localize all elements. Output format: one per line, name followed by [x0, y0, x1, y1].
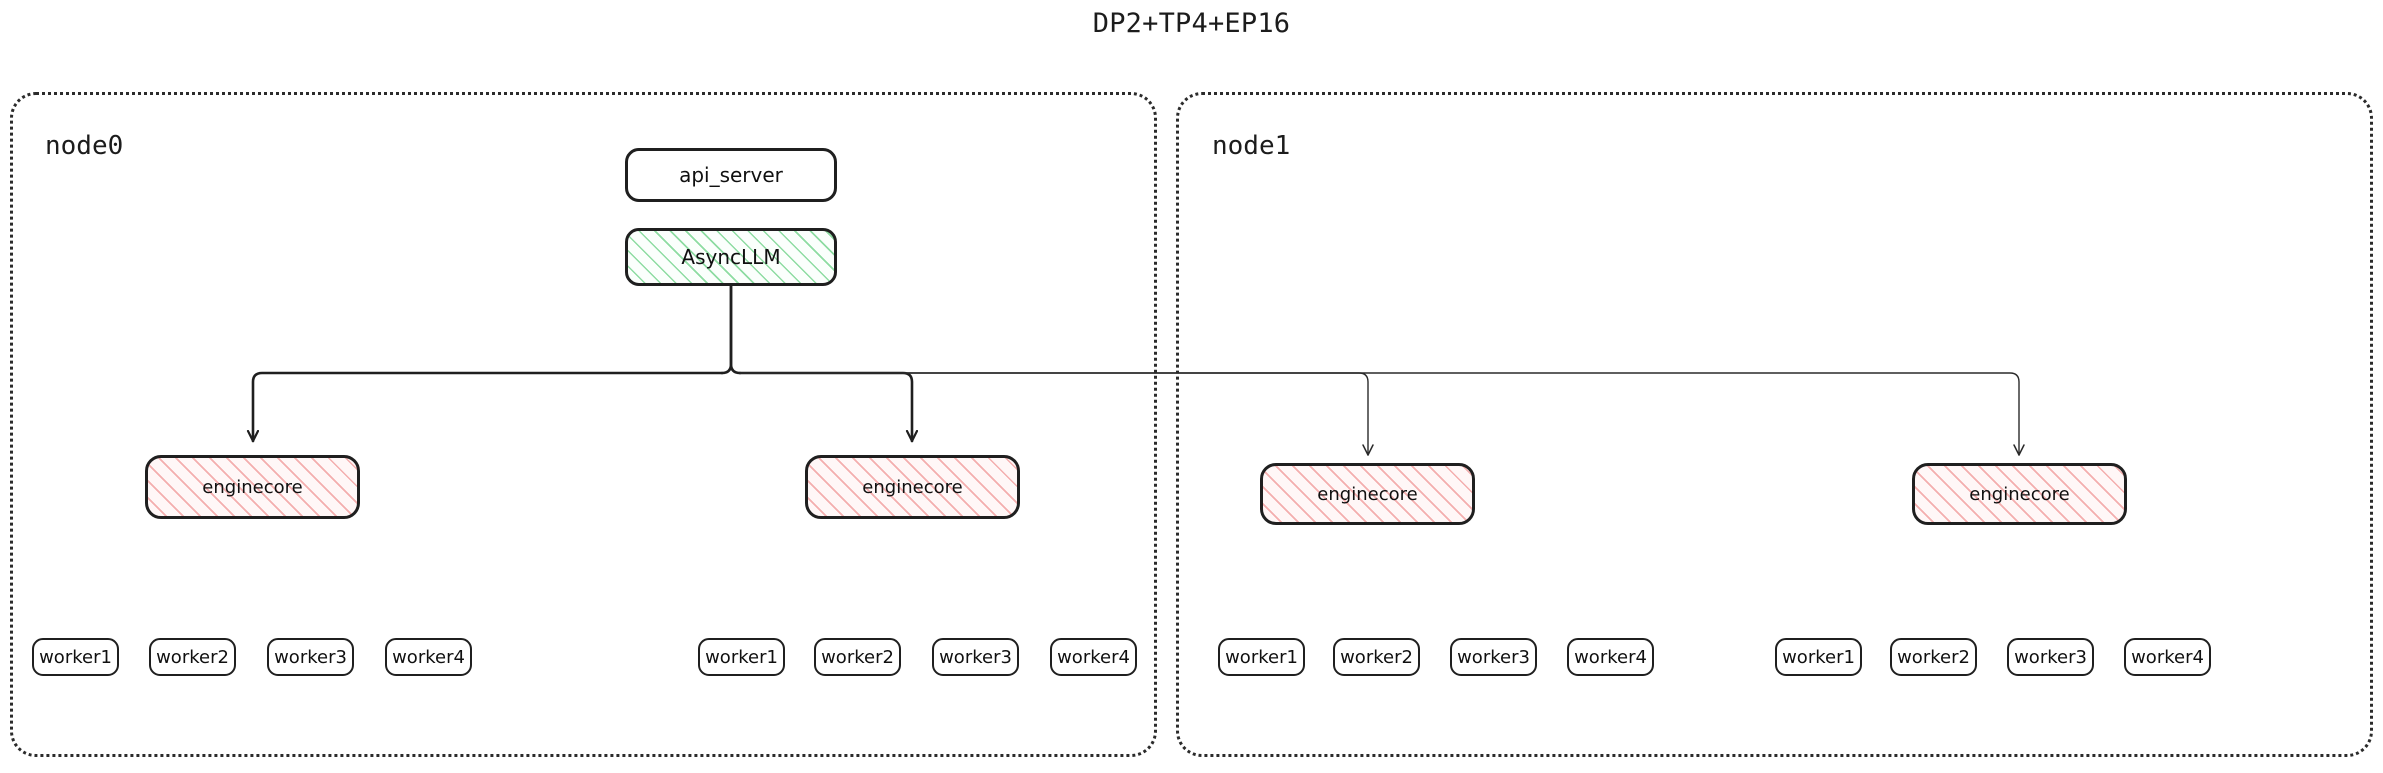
worker-box-node0-1-3[interactable]: worker4 — [1050, 638, 1137, 676]
worker-box-node0-1-1[interactable]: worker2 — [814, 638, 901, 676]
worker-box-node0-0-3[interactable]: worker4 — [385, 638, 472, 676]
worker-box-node1-0-2[interactable]: worker3 — [1450, 638, 1537, 676]
worker-box-node1-1-1[interactable]: worker2 — [1890, 638, 1977, 676]
enginecore-label: enginecore — [862, 476, 963, 498]
worker-box-node1-1-3[interactable]: worker4 — [2124, 638, 2211, 676]
worker-label: worker4 — [392, 646, 465, 668]
async-llm-box[interactable]: AsyncLLM — [625, 228, 837, 286]
worker-box-node1-1-0[interactable]: worker1 — [1775, 638, 1862, 676]
worker-label: worker4 — [1057, 646, 1130, 668]
worker-box-node0-0-2[interactable]: worker3 — [267, 638, 354, 676]
enginecore-label: enginecore — [202, 476, 303, 498]
page-title: DP2+TP4+EP16 — [1092, 8, 1291, 39]
worker-label: worker3 — [1457, 646, 1530, 668]
worker-box-node1-0-1[interactable]: worker2 — [1333, 638, 1420, 676]
async-llm-label: AsyncLLM — [681, 245, 781, 269]
worker-label: worker2 — [1897, 646, 1970, 668]
worker-label: worker4 — [1574, 646, 1647, 668]
api-server-box[interactable]: api_server — [625, 148, 837, 202]
worker-label: worker2 — [1340, 646, 1413, 668]
cluster-node0-label: node0 — [45, 131, 124, 161]
worker-label: worker1 — [705, 646, 778, 668]
enginecore-box-node1-0[interactable]: enginecore — [1260, 463, 1475, 525]
worker-box-node1-0-0[interactable]: worker1 — [1218, 638, 1305, 676]
worker-label: worker3 — [2014, 646, 2087, 668]
worker-label: worker3 — [939, 646, 1012, 668]
worker-label: worker4 — [2131, 646, 2204, 668]
enginecore-box-node0-0[interactable]: enginecore — [145, 455, 360, 519]
worker-label: worker1 — [1782, 646, 1855, 668]
worker-label: worker2 — [156, 646, 229, 668]
enginecore-box-node1-1[interactable]: enginecore — [1912, 463, 2127, 525]
api-server-label: api_server — [679, 163, 783, 187]
enginecore-box-node0-1[interactable]: enginecore — [805, 455, 1020, 519]
worker-label: worker1 — [1225, 646, 1298, 668]
worker-box-node1-0-3[interactable]: worker4 — [1567, 638, 1654, 676]
enginecore-label: enginecore — [1317, 483, 1418, 505]
worker-box-node0-1-0[interactable]: worker1 — [698, 638, 785, 676]
worker-box-node0-0-1[interactable]: worker2 — [149, 638, 236, 676]
cluster-node1-label: node1 — [1212, 131, 1291, 161]
worker-box-node0-1-2[interactable]: worker3 — [932, 638, 1019, 676]
worker-label: worker2 — [821, 646, 894, 668]
enginecore-label: enginecore — [1969, 483, 2070, 505]
worker-label: worker1 — [39, 646, 112, 668]
worker-label: worker3 — [274, 646, 347, 668]
worker-box-node0-0-0[interactable]: worker1 — [32, 638, 119, 676]
worker-box-node1-1-2[interactable]: worker3 — [2007, 638, 2094, 676]
